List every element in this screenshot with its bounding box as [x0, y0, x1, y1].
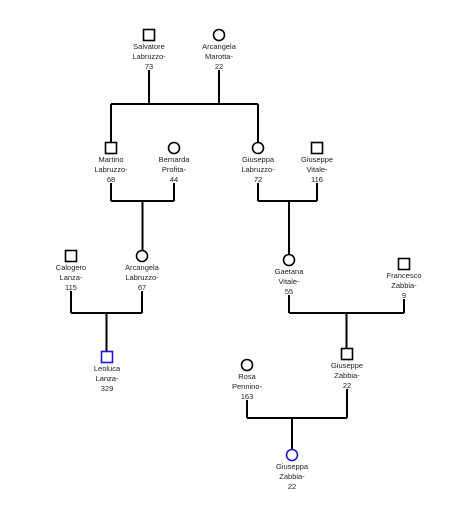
person-first-name: Bernarda	[159, 155, 191, 164]
person-surname: Labruzzo-	[94, 165, 128, 174]
male-symbol-icon	[100, 350, 114, 364]
person-first-name: Arcangela	[125, 263, 160, 272]
male-symbol-icon	[340, 347, 354, 361]
female-symbol-icon	[167, 141, 181, 155]
person-number: 72	[254, 175, 262, 184]
person-number: 163	[241, 392, 254, 401]
person-first-name: Salvatore	[133, 42, 165, 51]
person-first-name: Giuseppe	[331, 361, 363, 370]
connector-lines	[70, 70, 405, 450]
person-surname: Labruzzo-	[132, 52, 166, 61]
person-surname: Lanza-	[96, 374, 119, 383]
male-symbol-icon	[397, 257, 411, 271]
male-symbol-icon	[310, 141, 324, 155]
female-symbol-icon	[251, 141, 265, 155]
female-symbol-icon	[135, 249, 149, 263]
person-number: 22	[343, 381, 351, 390]
person-number: 22	[215, 62, 223, 71]
person-surname: Labruzzo-	[125, 273, 159, 282]
person-surname: Labruzzo-	[241, 165, 275, 174]
male-symbol-icon	[142, 28, 156, 42]
person-surname: Lanza-	[60, 273, 83, 282]
person-number: 329	[101, 384, 114, 393]
person-surname: Vitale-	[306, 165, 328, 174]
person-surname: Profita-	[162, 165, 187, 174]
person-number: 68	[107, 175, 115, 184]
person-number: 116	[311, 175, 323, 184]
person-number: 9	[402, 291, 406, 300]
person-first-name: Arcangela	[202, 42, 237, 51]
person-first-name: Leoluca	[94, 364, 121, 373]
male-symbol-icon	[64, 249, 78, 263]
female-symbol-icon	[212, 28, 226, 42]
male-symbol-icon	[104, 141, 118, 155]
person-number: 22	[288, 482, 296, 491]
person-first-name: Martino	[98, 155, 123, 164]
person-surname: Zabbia-	[391, 281, 417, 290]
person-nodes: SalvatoreLabruzzo-73ArcangelaMarotta-22M…	[56, 28, 422, 492]
person-surname: Marotta-	[205, 52, 233, 61]
person-first-name: Giuseppa	[242, 155, 275, 164]
person-number: 115	[65, 283, 77, 292]
person-first-name: Calogero	[56, 263, 86, 272]
female-symbol-icon	[240, 358, 254, 372]
person-number: 73	[145, 62, 153, 71]
female-symbol-icon	[285, 448, 299, 462]
person-first-name: Gaetana	[275, 267, 305, 276]
person-surname: Zabbia-	[279, 472, 305, 481]
person-surname: Vitale-	[278, 277, 300, 286]
person-surname: Pennino-	[232, 382, 263, 391]
female-symbol-icon	[282, 253, 296, 267]
person-number: 44	[170, 175, 178, 184]
person-first-name: Giuseppe	[301, 155, 333, 164]
person-first-name: Giuseppa	[276, 462, 309, 471]
person-number: 55	[285, 287, 293, 296]
person-first-name: Francesco	[386, 271, 421, 280]
person-number: 67	[138, 283, 146, 292]
person-first-name: Rosa	[238, 372, 256, 381]
person-surname: Zabbia-	[334, 371, 360, 380]
